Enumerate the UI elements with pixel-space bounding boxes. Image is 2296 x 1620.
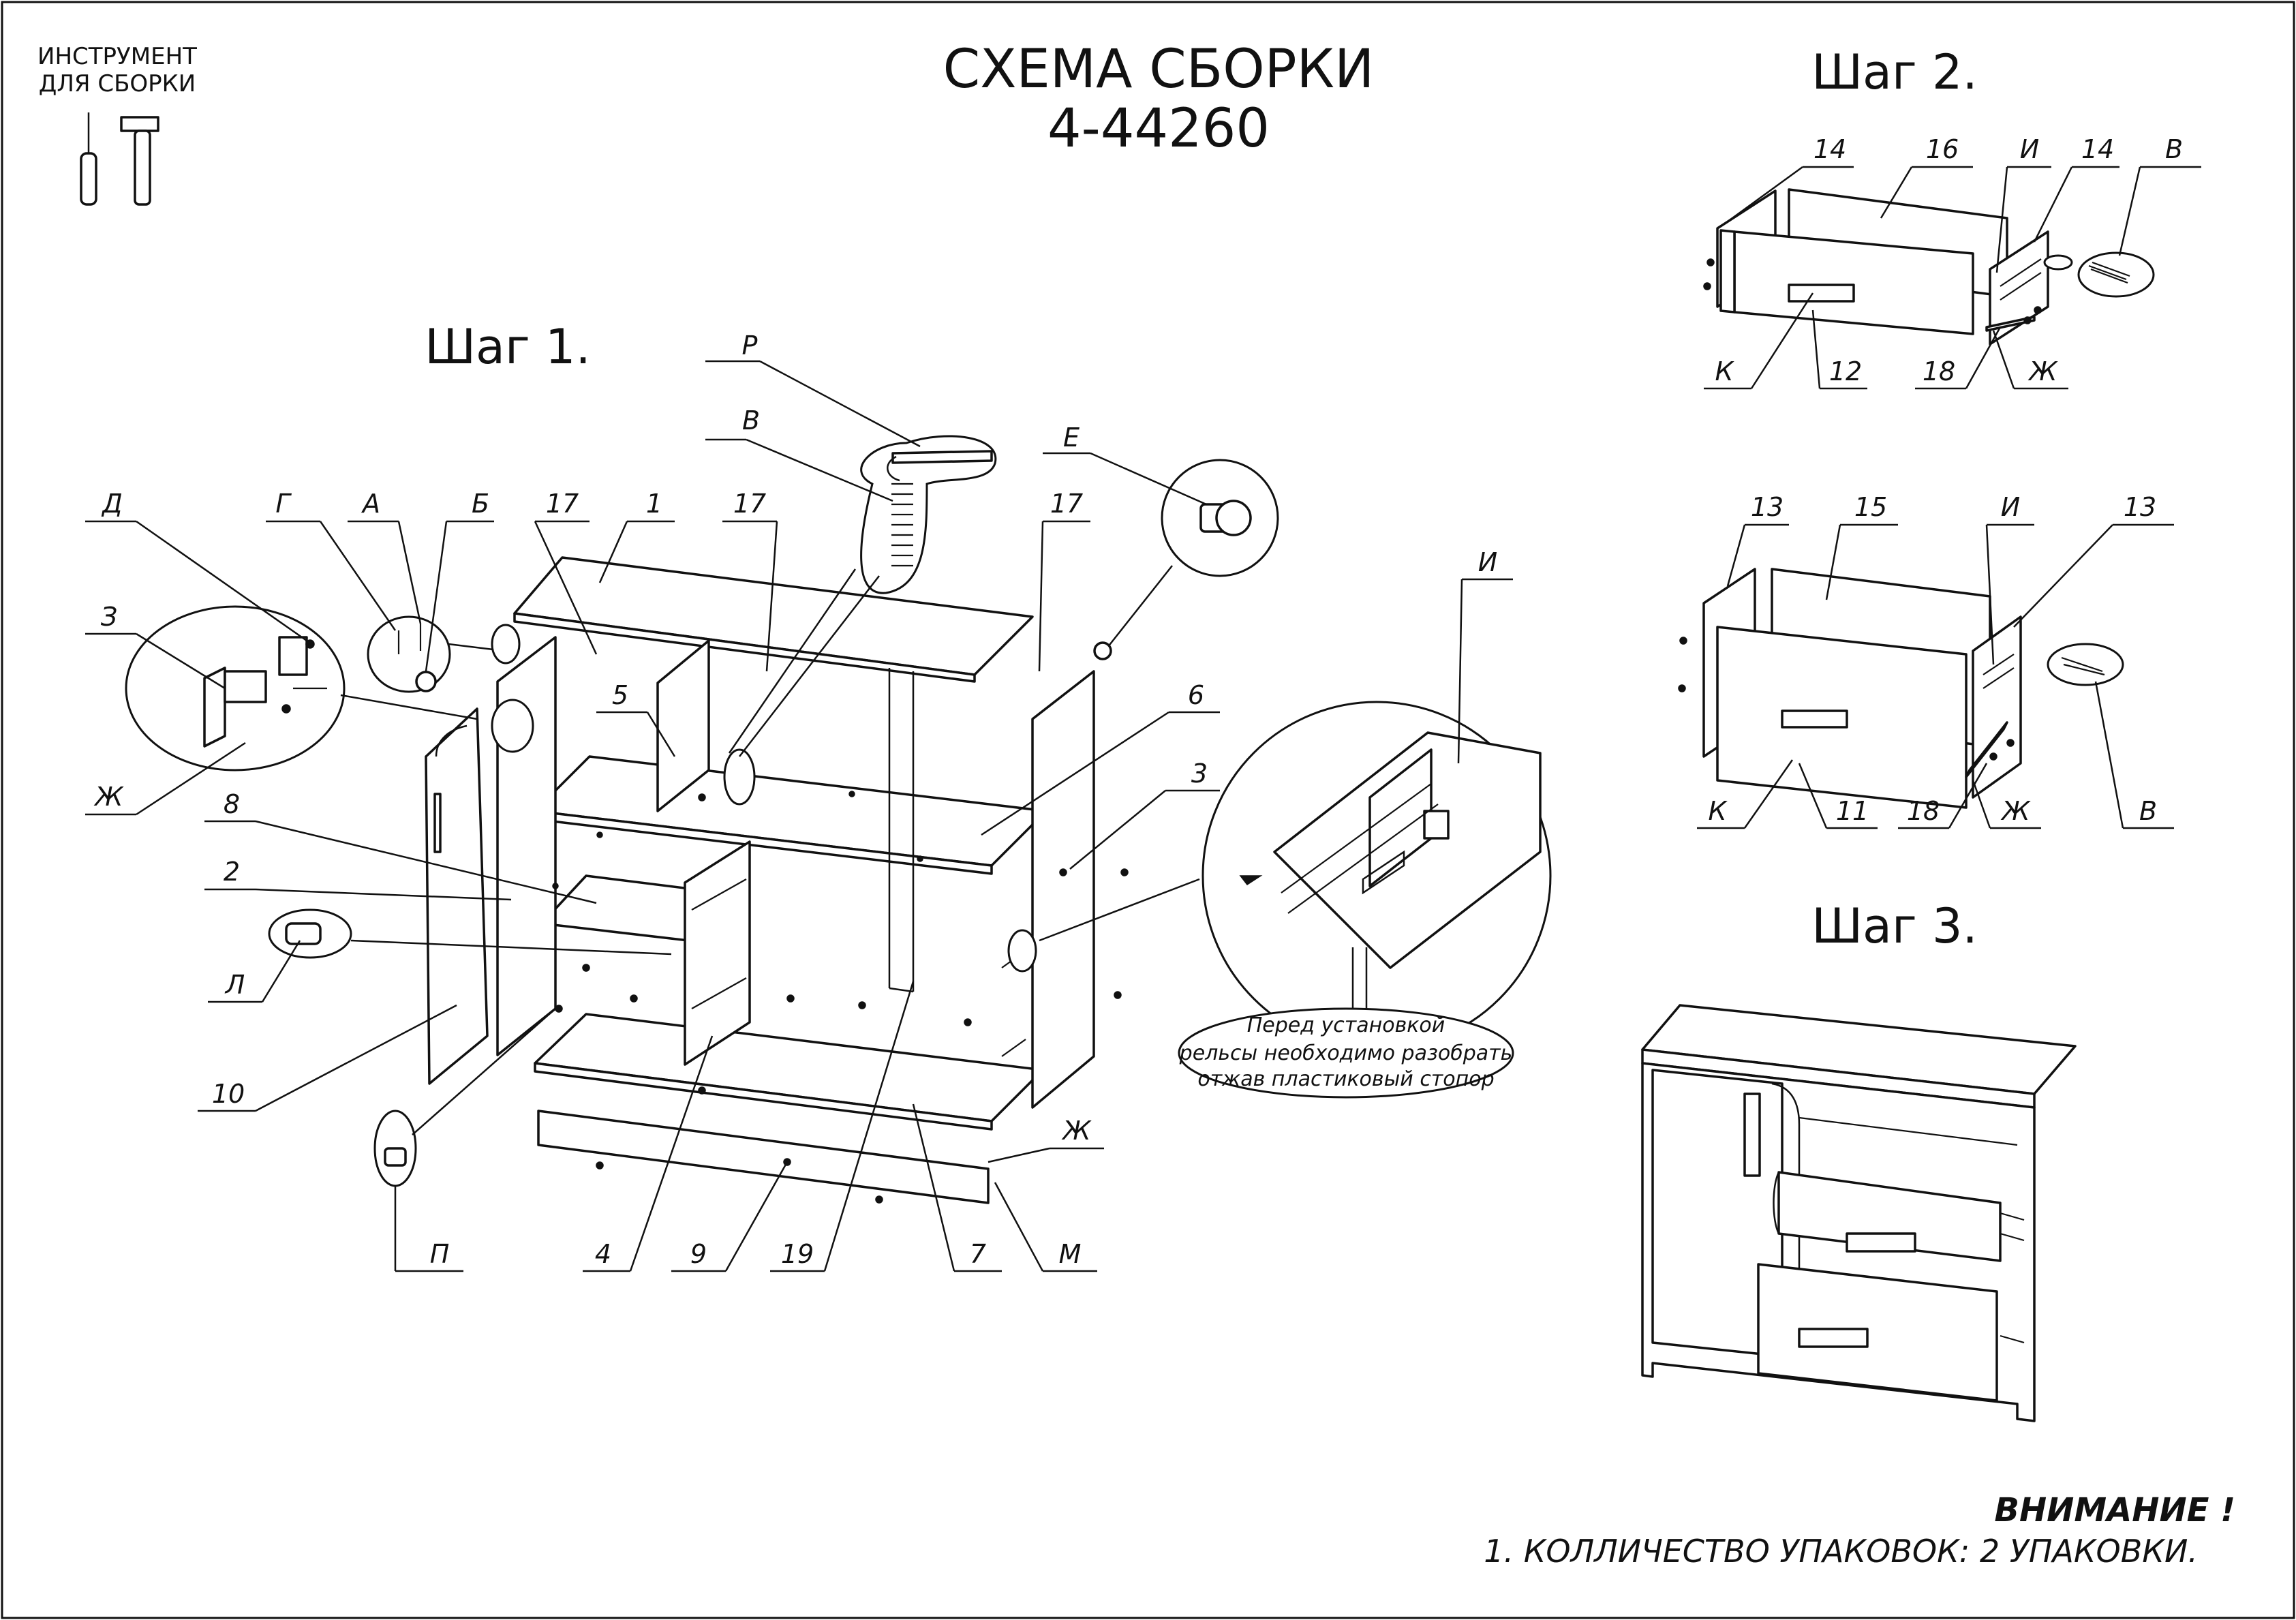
step2-lower-drawer: 13 15 И 13 К 11 18 Ж В xyxy=(1678,492,2174,829)
step1-heading: Шаг 1. xyxy=(425,319,591,375)
title-line1: СХЕМА СБОРКИ xyxy=(943,39,1375,100)
tools-line1: ИНСТРУМЕНТ xyxy=(37,43,197,70)
step1-labels: Д Г А Б 17 1 17 Р В Е 17 З Ж 5 6 8 2 3 Л… xyxy=(94,331,1498,1269)
label-2: 2 xyxy=(224,857,240,887)
plinth xyxy=(537,1110,990,1204)
step2-upper-drawer: 14 16 И 14 В К 12 18 Ж xyxy=(1703,134,2201,390)
s2-label-14a: 14 xyxy=(1813,134,1846,164)
label-17b: 17 xyxy=(733,489,766,519)
label-17a: 17 xyxy=(546,489,579,519)
label-g: Г xyxy=(275,489,292,519)
label-4: 4 xyxy=(595,1239,611,1269)
tools-line2: ДЛЯ СБОРКИ xyxy=(39,70,196,97)
label-5: 5 xyxy=(612,680,628,710)
label-pp: П xyxy=(430,1239,450,1269)
label-a: А xyxy=(361,489,380,519)
s2-label-k: К xyxy=(1715,356,1735,386)
rail-note-line2: рельсы необходимо разобрать xyxy=(1179,1041,1513,1065)
label-9: 9 xyxy=(690,1239,707,1269)
step1-exploded-view: Перед установкой рельсы необходимо разоб… xyxy=(85,331,1552,1272)
tools-block: ИНСТРУМЕНТ ДЛЯ СБОРКИ xyxy=(37,43,197,206)
lower-drawer-front xyxy=(1757,1263,1998,1402)
step2-labels: 14 16 И 14 В К 12 18 Ж xyxy=(1715,134,2184,386)
step3-heading: Шаг 3. xyxy=(1811,898,1978,954)
upper-divider xyxy=(656,639,710,812)
s2b-label-k: К xyxy=(1709,796,1728,826)
label-17c: 17 xyxy=(1050,489,1083,519)
label-6: 6 xyxy=(1188,680,1204,710)
s2b-label-i: И xyxy=(2001,492,2020,522)
label-3: 3 xyxy=(1191,759,1208,789)
step3-assembled-cabinet xyxy=(1641,1004,2077,1422)
s2b-label-11: 11 xyxy=(1836,796,1869,826)
bottom-panel xyxy=(534,1013,1044,1122)
warning-block: ВНИМАНИЕ ! 1. КОЛЛИЧЕСТВО УПАКОВОК: 2 УП… xyxy=(1484,1491,2235,1570)
s2-label-i: И xyxy=(2020,134,2039,164)
s2b-label-18: 18 xyxy=(1907,796,1940,826)
s2b-label-13a: 13 xyxy=(1751,492,1784,522)
label-8: 8 xyxy=(224,789,240,819)
label-l: Л xyxy=(224,970,245,1000)
label-p: Р xyxy=(742,331,758,361)
rail-note-line1: Перед установкой xyxy=(1247,1013,1445,1037)
label-19: 19 xyxy=(781,1239,814,1269)
step1-leader-lines xyxy=(85,360,1513,1272)
title-line2: 4-44260 xyxy=(1047,98,1270,159)
label-7: 7 xyxy=(970,1239,986,1269)
left-side-panel xyxy=(496,636,557,1056)
hexkey-detail-bubble xyxy=(860,435,997,594)
screwdriver-icon xyxy=(80,112,97,206)
rail-note-bubble xyxy=(1178,1007,1514,1099)
step2b-leader-lines xyxy=(1697,523,2174,829)
step2-leader-lines xyxy=(1704,166,2201,390)
s2-label-v: В xyxy=(2165,134,2183,164)
label-10: 10 xyxy=(212,1079,245,1109)
label-zh: Ж xyxy=(94,782,125,812)
label-z: З xyxy=(101,602,117,632)
label-b: Б xyxy=(472,489,489,519)
s2b-label-v: В xyxy=(2139,796,2157,826)
cam-detail-bubble xyxy=(367,615,451,693)
hammer-icon xyxy=(120,116,159,206)
label-m: М xyxy=(1059,1239,1082,1269)
s2b-label-15: 15 xyxy=(1854,492,1887,522)
upper-drawer-front xyxy=(1777,1171,2002,1262)
label-i: И xyxy=(1478,547,1497,577)
s2-label-zh: Ж xyxy=(2028,356,2059,386)
s2-label-14b: 14 xyxy=(2081,134,2114,164)
right-side-panel xyxy=(1031,670,1095,1109)
step2-heading: Шаг 2. xyxy=(1811,44,1978,100)
rail-note-line3: отжав пластиковый стопор xyxy=(1197,1067,1494,1091)
hardware-dots xyxy=(552,791,1129,1204)
label-e: Е xyxy=(1063,423,1080,453)
s2-label-16: 16 xyxy=(1926,134,1959,164)
small-shelf xyxy=(540,874,697,942)
warning-title: ВНИМАНИЕ ! xyxy=(1994,1491,2235,1529)
step2b-labels: 13 15 И 13 К 11 18 Ж В xyxy=(1709,492,2158,826)
title-block: СХЕМА СБОРКИ 4-44260 xyxy=(943,39,1375,159)
s2-label-18: 18 xyxy=(1923,356,1955,386)
s2-label-12: 12 xyxy=(1829,356,1862,386)
label-d: Д xyxy=(101,489,123,519)
s2b-label-zh: Ж xyxy=(2001,796,2032,826)
label-1: 1 xyxy=(646,489,662,519)
s2b-label-13b: 13 xyxy=(2124,492,2156,522)
label-v: В xyxy=(742,406,760,435)
lower-divider xyxy=(684,840,751,1066)
warning-text: 1. КОЛЛИЧЕСТВО УПАКОВОК: 2 УПАКОВКИ. xyxy=(1484,1533,2198,1570)
label-zh2: Ж xyxy=(1062,1116,1092,1146)
